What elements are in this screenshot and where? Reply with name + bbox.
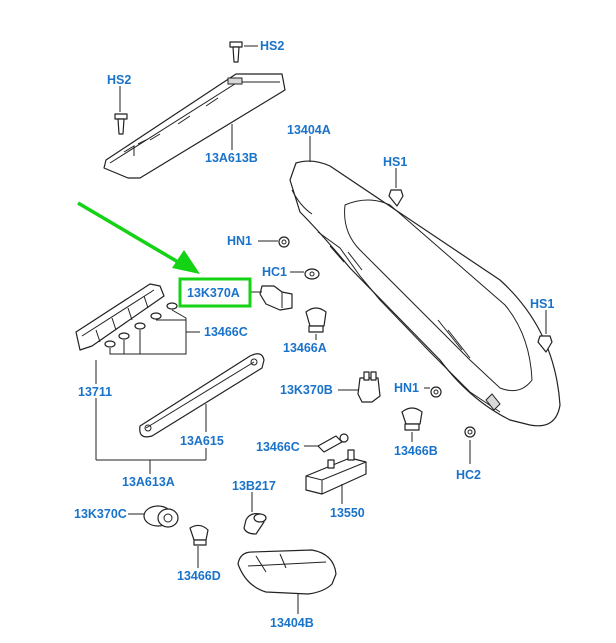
clip-hc2 — [464, 426, 476, 438]
lens-13a615 — [139, 353, 265, 438]
label-13k370c: 13K370C — [74, 507, 127, 521]
spoiler-13404a — [289, 160, 561, 427]
highlight-arrow — [77, 201, 200, 274]
bulb-13466d — [189, 524, 209, 546]
label-hn1-upper: HN1 — [227, 234, 252, 248]
screw-hs2-left — [114, 113, 128, 135]
label-hc2: HC2 — [456, 468, 481, 482]
label-13466c-lower: 13466C — [256, 440, 300, 454]
nut-hn1-lower — [430, 386, 442, 398]
label-13404a: 13404A — [287, 123, 331, 137]
label-13a613b: 13A613B — [205, 151, 258, 165]
bulb-13466a — [305, 307, 327, 333]
housing-13711 — [75, 283, 178, 351]
label-13711: 13711 — [78, 385, 112, 399]
screw-hs1-upper — [388, 189, 404, 207]
bracket-13a613b — [103, 73, 286, 179]
label-13466c-upper: 13466C — [204, 325, 248, 339]
grommet-13b217 — [243, 513, 267, 535]
label-hs2-left: HS2 — [107, 73, 131, 87]
holder-13550 — [305, 449, 367, 495]
bulb-13466b — [401, 407, 423, 431]
socket-13k370c — [143, 505, 179, 528]
label-13550: 13550 — [330, 506, 365, 520]
leader-lines — [95, 45, 547, 614]
label-13k370a: 13K370A — [187, 286, 240, 300]
label-hs1-right: HS1 — [530, 297, 554, 311]
nut-hn1-upper — [278, 236, 290, 248]
callout-labels: HS2 HS2 13A613B 13404A HS1 HN1 HC1 13K37… — [74, 39, 554, 630]
bulb-13466c-lower — [317, 433, 349, 453]
socket-13k370b — [357, 371, 381, 403]
clip-hc1 — [304, 268, 320, 280]
label-13404b: 13404B — [270, 616, 314, 630]
screw-hs1-right — [537, 335, 553, 353]
label-13466a: 13466A — [283, 341, 327, 355]
screw-hs2-top — [229, 41, 243, 63]
highlight-box-13k370a — [178, 277, 252, 308]
label-13k370b: 13K370B — [280, 383, 333, 397]
label-hn1-lower: HN1 — [394, 381, 419, 395]
label-hc1: HC1 — [262, 265, 287, 279]
label-hs1-upper: HS1 — [383, 155, 407, 169]
label-hs2-top: HS2 — [260, 39, 284, 53]
label-13b217: 13B217 — [232, 479, 276, 493]
lamp-13404b — [237, 549, 337, 595]
label-13a613a: 13A613A — [122, 475, 175, 489]
label-13a615: 13A615 — [180, 434, 224, 448]
socket-13k370a — [259, 285, 293, 311]
label-13466b: 13466B — [394, 444, 438, 458]
label-13466d: 13466D — [177, 569, 221, 583]
